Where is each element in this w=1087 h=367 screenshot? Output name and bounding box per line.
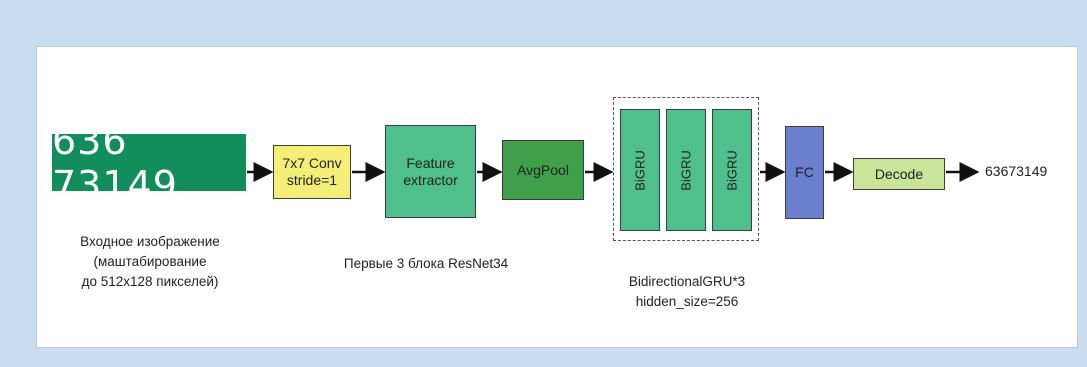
conv-label-line2: stride=1 (286, 172, 338, 188)
input-caption-line2: (маштабирование (93, 254, 207, 269)
bigru-group: BiGRU BiGRU BiGRU (613, 97, 759, 241)
diagram-panel: 636 73149 Входное изображение (маштабиро… (36, 46, 1078, 348)
feature-extractor-block: Feature extractor (385, 125, 476, 218)
gru-caption-line1: BidirectionalGRU*3 (628, 274, 746, 289)
fc-block: FC (785, 126, 824, 219)
feature-label-line2: extractor (403, 171, 458, 188)
conv-block: 7x7 Conv stride=1 (273, 145, 351, 199)
decode-label: Decode (874, 165, 924, 182)
output-text: 63673149 (985, 163, 1048, 179)
input-image: 636 73149 (52, 119, 246, 207)
avgpool-label: AvgPool (517, 161, 569, 178)
conv-label-line1: 7x7 Conv (282, 155, 342, 171)
arrows-layer (247, 162, 980, 182)
bigru-block-2: BiGRU (666, 109, 706, 231)
input-caption: Входное изображение (маштабирование до 5… (45, 232, 255, 292)
input-caption-line3: до 512x128 пикселей) (81, 274, 219, 289)
gru-caption: BidirectionalGRU*3 hidden_size=256 (587, 272, 787, 312)
decode-block: Decode (853, 158, 945, 190)
fc-label: FC (795, 164, 814, 180)
input-digits: 636 73149 (52, 118, 178, 207)
input-caption-line1: Входное изображение (80, 234, 220, 249)
bigru-block-3: BiGRU (712, 109, 752, 231)
gru-caption-line2: hidden_size=256 (635, 294, 739, 309)
avgpool-block: AvgPool (502, 140, 584, 200)
resnet-caption: Первые 3 блока ResNet34 (343, 256, 509, 271)
bigru-block-1: BiGRU (620, 109, 660, 231)
feature-label-line1: Feature (406, 154, 455, 171)
